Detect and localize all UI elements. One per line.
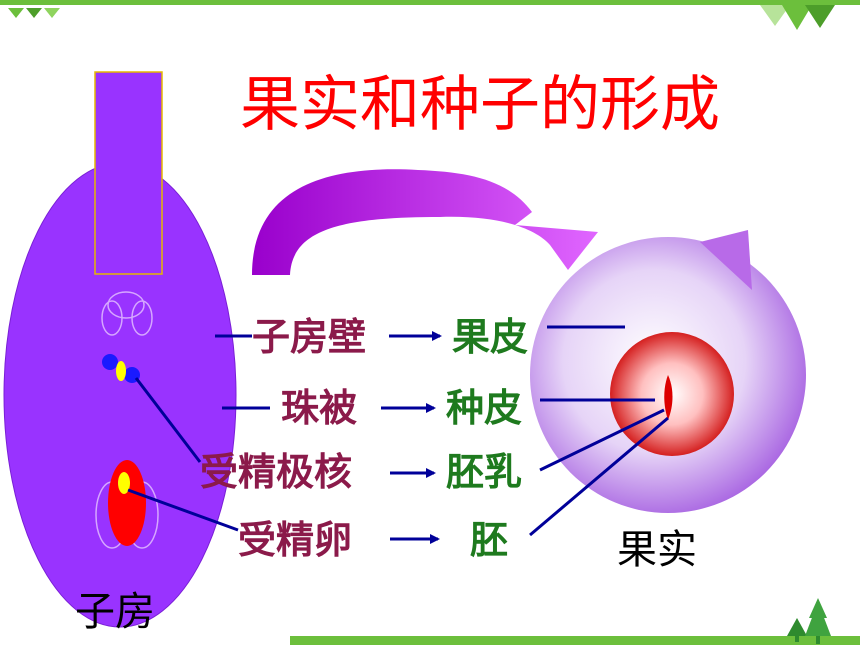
fertilized-polar-nuclei: [116, 361, 126, 381]
mapping-from-label: 受精极核: [200, 450, 352, 494]
mapping-row-ovary-wall: 子房壁 果皮: [215, 315, 625, 359]
mapping-to-label: 种皮: [446, 386, 522, 430]
fruit-label: 果实: [617, 527, 697, 573]
top-frame: [0, 0, 860, 30]
mapping-row-polar-nuclei: 受精极核 胚乳: [134, 377, 665, 494]
ovary-label: 子房: [75, 589, 155, 635]
ovule-outline: [107, 291, 145, 319]
zygote-nucleus: [118, 472, 130, 494]
mapping-row-zygote: 受精卵 胚: [127, 416, 669, 562]
mapping-from-label: 受精卵: [238, 518, 352, 562]
mapping-from-label: 珠被: [281, 386, 357, 430]
polar-nucleus-left: [102, 354, 118, 370]
bottom-frame: [290, 598, 860, 645]
mapping-to-label: 胚: [470, 518, 508, 562]
mapping-to-label: 胚乳: [446, 450, 522, 494]
embryo-mark: [664, 375, 673, 420]
page-title: 果实和种子的形成: [240, 70, 720, 140]
zygote-cell: [108, 460, 146, 546]
ovary-illustration: [3, 71, 237, 628]
mapping-row-integument: 珠被 种皮: [222, 386, 655, 430]
transform-arrow: [252, 169, 598, 275]
mapping-from-label: 子房壁: [252, 315, 366, 359]
mapping-to-label: 果皮: [452, 315, 528, 359]
style-tube: [94, 71, 163, 275]
fruit-illustration: [530, 230, 806, 513]
